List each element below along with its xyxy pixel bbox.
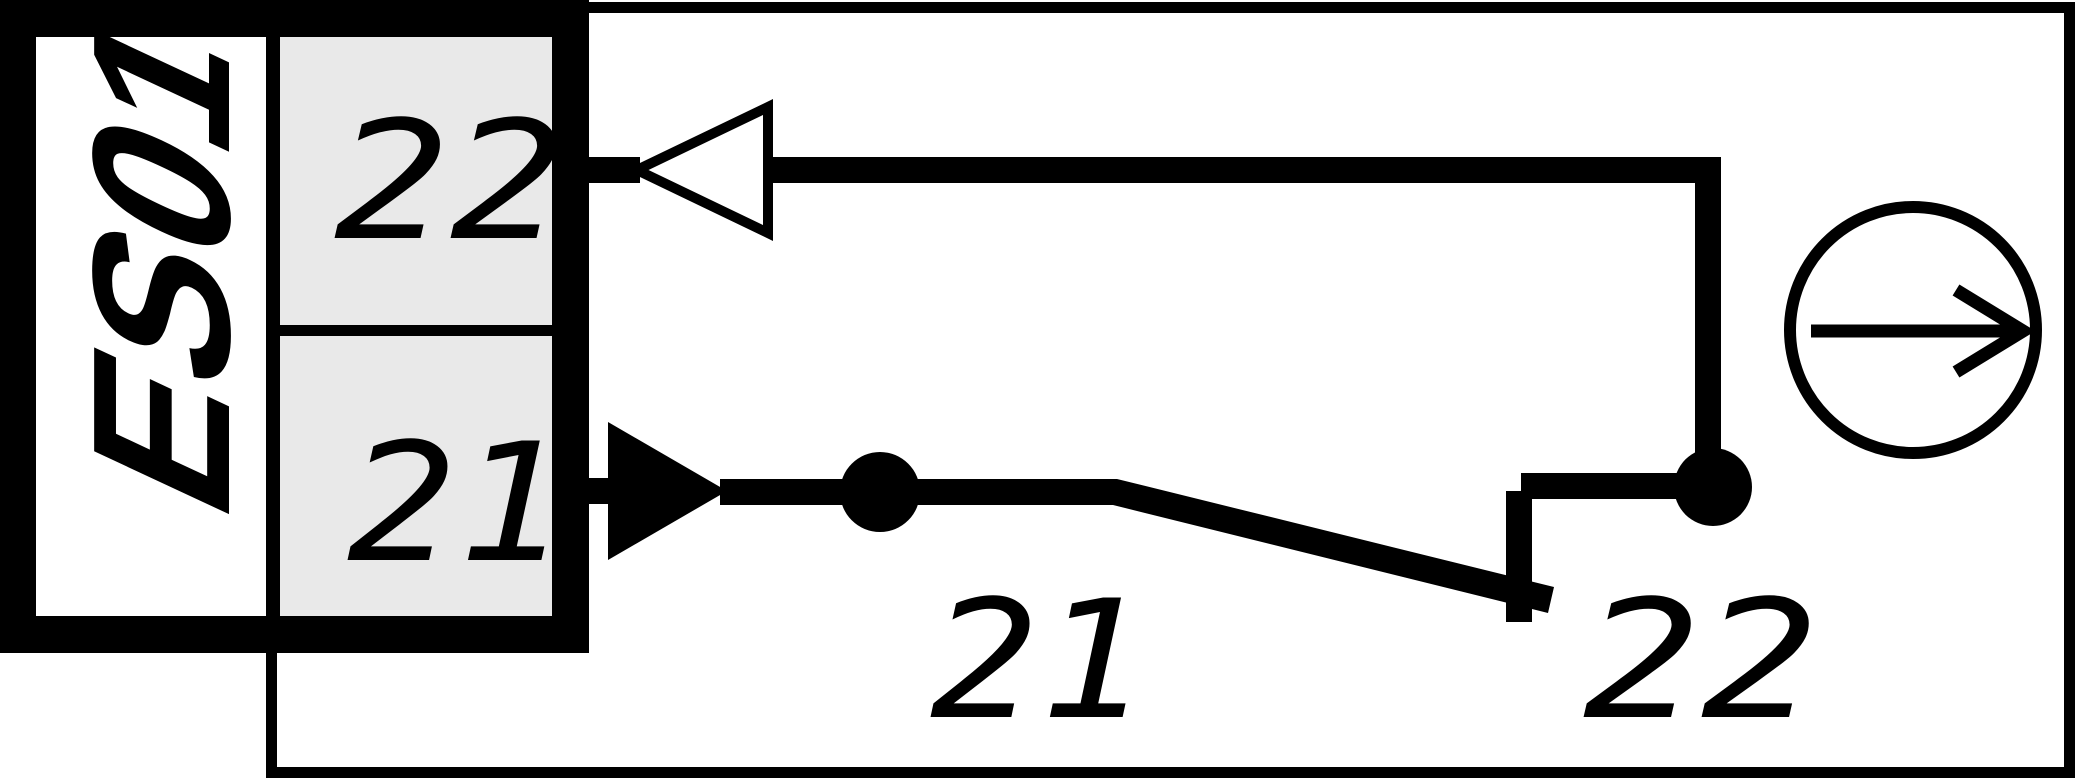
actuator-arrow-head [1952, 284, 2036, 378]
designation-label: ES01 [51, 0, 270, 546]
wire-terminal-22 [589, 99, 1721, 487]
filled-triangle-arrow-icon [608, 422, 727, 560]
component-block: ES01 22 21 [0, 0, 589, 653]
contact-stop-vertical [1506, 491, 1532, 622]
wire-segment [773, 157, 1721, 487]
terminal-cell-21 [280, 336, 552, 616]
terminal-dot-22 [1674, 448, 1752, 526]
actuator-circle [1784, 201, 2042, 459]
terminal-label-21: 21 [347, 408, 567, 599]
circle-arrow-right-icon [1784, 201, 2042, 459]
terminal-dot-21 [840, 452, 920, 532]
designation-text: ES01 [51, 0, 270, 546]
open-triangle-arrow-icon [625, 99, 773, 241]
nc-contact [1100, 448, 1752, 622]
contact-label-22: 22 [1583, 565, 1819, 756]
terminal-label-22: 22 [334, 86, 566, 277]
contact-label-21: 21 [930, 565, 1148, 756]
wire-terminal-21 [589, 422, 1117, 560]
designation-panel [36, 37, 266, 616]
contact-blade [1100, 479, 1554, 613]
terminal-cell-22 [280, 37, 552, 325]
